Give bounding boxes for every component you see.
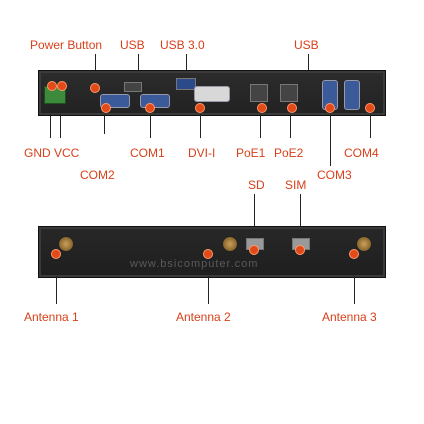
poe2-port xyxy=(280,84,298,102)
label-com1: COM1 xyxy=(130,146,165,160)
leader-poe2 xyxy=(290,114,291,138)
marker-sd xyxy=(250,246,258,254)
label-usb-right: USB xyxy=(294,38,319,52)
marker-dvi xyxy=(196,104,204,112)
marker-power xyxy=(91,84,99,92)
label-usb-left: USB xyxy=(120,38,145,52)
label-power-button: Power Button xyxy=(30,38,103,52)
leader-com3 xyxy=(330,114,331,166)
leader-sd xyxy=(254,194,255,238)
marker-vcc xyxy=(58,82,66,90)
leader-poe1 xyxy=(260,114,261,138)
antenna2-connector xyxy=(222,236,238,252)
label-poe2: PoE2 xyxy=(274,146,304,160)
label-com3: COM3 xyxy=(317,168,352,182)
poe1-port xyxy=(250,84,268,102)
leader-com4 xyxy=(370,114,371,138)
watermark: www.bsicomputer.com xyxy=(130,258,259,270)
label-antenna2: Antenna 2 xyxy=(176,310,231,324)
leader-antenna1 xyxy=(56,276,57,304)
marker-gnd xyxy=(48,82,56,90)
front-panel xyxy=(38,226,386,278)
label-antenna1: Antenna 1 xyxy=(24,310,79,324)
label-antenna3: Antenna 3 xyxy=(322,310,377,324)
label-sim: SIM xyxy=(285,178,307,192)
marker-com3 xyxy=(326,104,334,112)
label-sd: SD xyxy=(248,178,265,192)
label-com4: COM4 xyxy=(344,146,379,160)
label-com2: COM2 xyxy=(80,168,115,182)
leader-sim xyxy=(300,194,301,238)
marker-sim xyxy=(296,246,304,254)
label-gnd-vcc: GND VCC xyxy=(24,146,80,160)
marker-poe1 xyxy=(258,104,266,112)
marker-antenna3 xyxy=(350,250,358,258)
marker-com1 xyxy=(146,104,154,112)
marker-com4 xyxy=(366,104,374,112)
com1-connector xyxy=(140,94,170,108)
dvi-connector xyxy=(194,86,230,102)
leader-antenna2 xyxy=(208,276,209,304)
leader-vcc xyxy=(60,114,61,138)
marker-antenna1 xyxy=(52,250,60,258)
com4-connector xyxy=(344,80,360,110)
marker-antenna2 xyxy=(204,250,212,258)
leader-antenna3 xyxy=(354,276,355,304)
antenna1-connector xyxy=(58,236,74,252)
leader-gnd xyxy=(50,114,51,138)
leader-dvi xyxy=(200,114,201,138)
antenna3-connector xyxy=(356,236,372,252)
label-usb3: USB 3.0 xyxy=(160,38,205,52)
usb-port-1 xyxy=(124,82,142,92)
usb3-port xyxy=(176,78,196,90)
marker-poe2 xyxy=(288,104,296,112)
leader-com1 xyxy=(150,114,151,138)
label-dvii: DVI-I xyxy=(188,146,216,160)
marker-com2 xyxy=(102,104,110,112)
leader-com2 xyxy=(104,114,105,134)
label-poe1: PoE1 xyxy=(236,146,266,160)
